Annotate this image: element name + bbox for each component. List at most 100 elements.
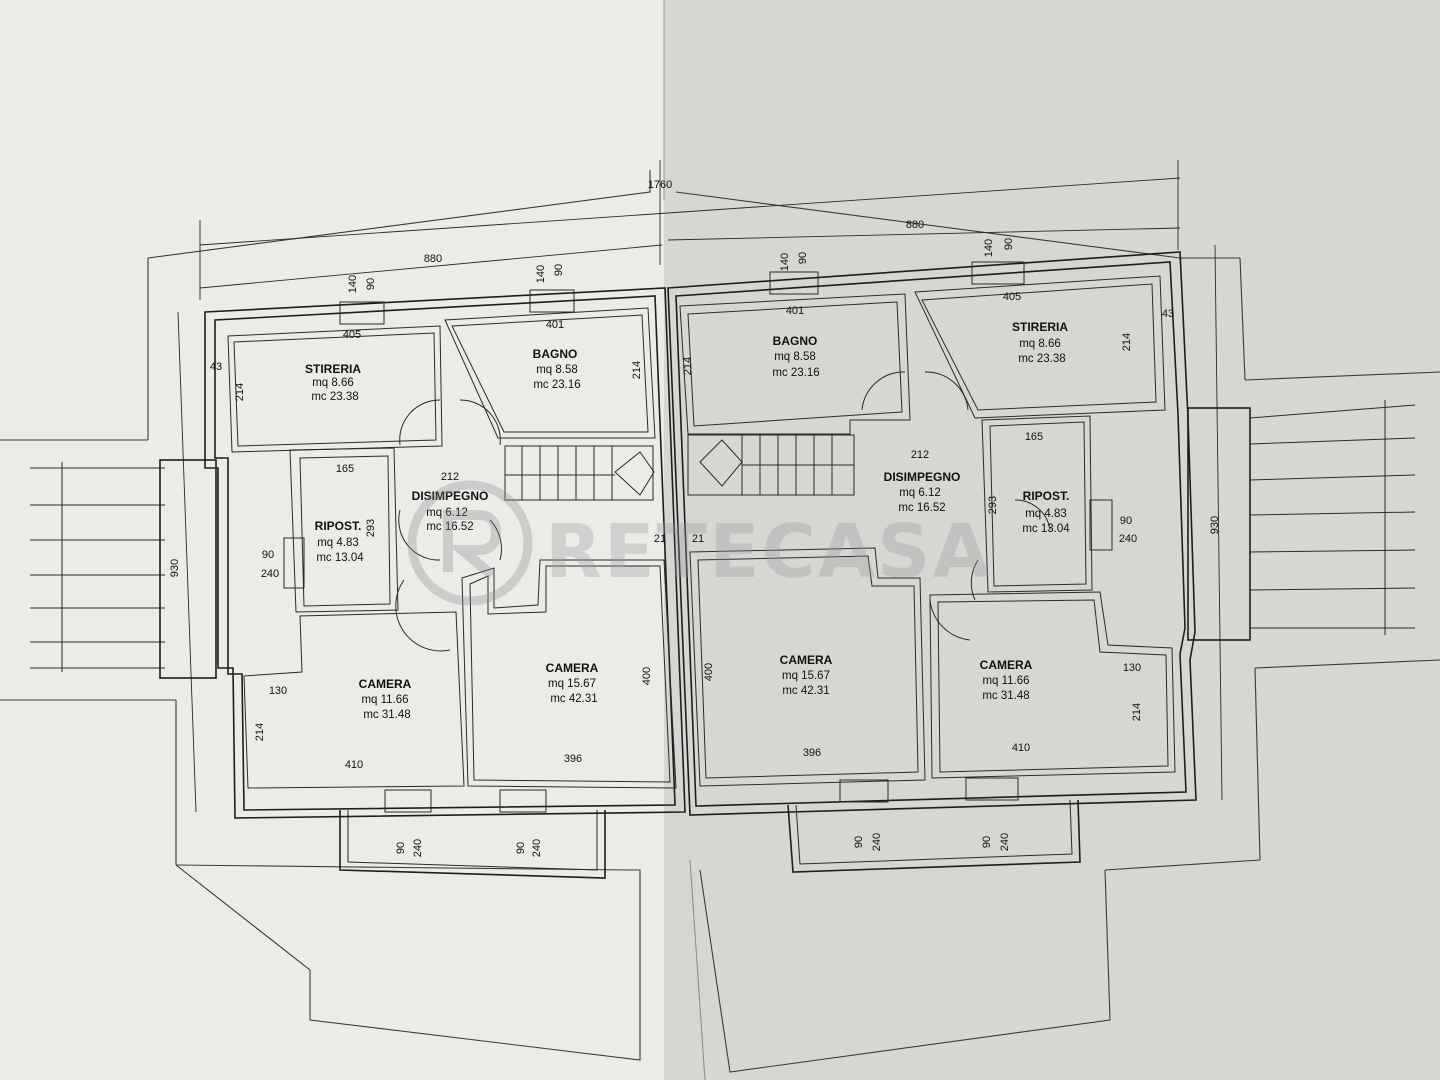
room-volume: mc 23.16 <box>772 367 819 379</box>
sheet-fold-line-lower <box>689 859 706 1080</box>
room-name: BAGNO <box>533 347 578 361</box>
room-volume: mc 31.48 <box>363 709 410 721</box>
room-area: mq 4.83 <box>317 537 359 549</box>
window-width: 240 <box>1119 533 1137 545</box>
room-name: RIPOST. <box>1023 489 1070 503</box>
dim-total-width: 1760 <box>648 179 672 191</box>
dim-bagno-height: 214 <box>682 357 694 375</box>
dim-stair-21: 21 <box>692 533 704 545</box>
window-height: 90 <box>981 836 993 848</box>
dim-disimpegno-width: 212 <box>441 471 459 483</box>
room-area: mq 6.12 <box>426 507 468 519</box>
dim-camera-small-width: 410 <box>345 759 363 771</box>
dim-left-width: 880 <box>424 253 442 265</box>
room-name: CAMERA <box>780 653 833 667</box>
dim-stireria-width: 405 <box>1003 291 1021 303</box>
left-balcony <box>339 810 606 879</box>
dim-camera-large-height: 400 <box>703 663 715 681</box>
room-volume: mc 16.52 <box>898 502 945 514</box>
dim-camera-large-width: 396 <box>564 753 582 765</box>
dim-stireria-height: 214 <box>234 383 246 401</box>
right-room-disimpegno: DISIMPEGNO mq 6.12 mc 16.52 <box>884 470 961 514</box>
window-width: 140 <box>347 275 359 293</box>
window-width: 240 <box>871 833 883 851</box>
right-unit-walls <box>667 251 1197 816</box>
window-height: 90 <box>1120 515 1132 527</box>
room-name: BAGNO <box>773 334 818 348</box>
room-area: mq 4.83 <box>1025 508 1067 520</box>
room-area: mq 8.66 <box>312 377 354 389</box>
window-width: 240 <box>999 833 1011 851</box>
dim-bagno-height: 214 <box>631 361 643 379</box>
dim-camera-large-height: 400 <box>641 667 653 685</box>
room-area: mq 8.58 <box>536 364 578 376</box>
dim-camera-small-width: 410 <box>1012 742 1030 754</box>
room-area: mq 11.66 <box>982 675 1029 687</box>
room-name: CAMERA <box>546 661 599 675</box>
room-volume: mc 16.52 <box>426 521 473 533</box>
dim-camera-small-height: 214 <box>254 723 266 741</box>
left-room-dimensions: 405 401 214 214 43 212 165 293 130 214 4… <box>210 319 666 771</box>
window-width: 240 <box>261 568 279 580</box>
room-name: DISIMPEGNO <box>412 489 489 503</box>
room-name: CAMERA <box>980 658 1033 672</box>
window-height: 90 <box>262 549 274 561</box>
right-balcony <box>787 799 1081 873</box>
room-volume: mc 42.31 <box>550 693 597 705</box>
window-height: 90 <box>553 264 565 276</box>
right-windows <box>769 261 1113 803</box>
room-volume: mc 13.04 <box>316 552 364 564</box>
room-area: mq 8.58 <box>774 351 816 363</box>
room-area: mq 15.67 <box>782 670 830 682</box>
left-room-camera-small: CAMERA mq 11.66 mc 31.48 <box>359 677 412 721</box>
room-area: mq 8.66 <box>1019 338 1061 350</box>
dim-wall-43: 43 <box>210 361 222 373</box>
window-width: 240 <box>531 839 543 857</box>
dim-wall-43: 43 <box>1162 308 1174 320</box>
left-room-disimpegno: DISIMPEGNO mq 6.12 mc 16.52 <box>412 489 489 533</box>
dim-ripost-height: 293 <box>987 496 999 514</box>
left-room-stireria: STIRERIA mq 8.66 mc 23.38 <box>305 362 361 403</box>
window-height: 90 <box>515 842 527 854</box>
window-width: 140 <box>779 253 791 271</box>
dim-depth-left: 930 <box>169 559 181 577</box>
room-name: DISIMPEGNO <box>884 470 961 484</box>
left-windows <box>283 289 575 813</box>
room-area: mq 6.12 <box>899 487 941 499</box>
room-area: mq 11.66 <box>361 694 408 706</box>
room-name: STIRERIA <box>305 362 361 376</box>
dim-bagno-width: 401 <box>786 305 804 317</box>
left-room-camera-large: CAMERA mq 15.67 mc 42.31 <box>546 661 599 705</box>
room-name: CAMERA <box>359 677 412 691</box>
right-pergola <box>1187 400 1416 641</box>
room-volume: mc 23.38 <box>311 391 358 403</box>
room-volume: mc 42.31 <box>782 685 829 697</box>
dim-disimpegno-width: 212 <box>911 449 929 461</box>
dim-stireria-height: 214 <box>1121 333 1133 351</box>
right-room-dimensions: 401 405 214 214 43 212 165 293 400 396 1… <box>682 291 1174 759</box>
left-room-bagno: BAGNO mq 8.58 mc 23.16 <box>533 347 581 391</box>
room-volume: mc 23.16 <box>533 379 580 391</box>
dim-line-left <box>199 244 663 289</box>
room-volume: mc 31.48 <box>982 690 1029 702</box>
window-width: 140 <box>535 265 547 283</box>
right-room-bagno: BAGNO mq 8.58 mc 23.16 <box>772 334 819 379</box>
room-name: RIPOST. <box>315 519 362 533</box>
dim-depth-right: 930 <box>1209 516 1221 534</box>
dim-stair-21: 21 <box>654 533 666 545</box>
roof-outline <box>0 170 1440 1073</box>
left-room-ripost: RIPOST. mq 4.83 mc 13.04 <box>315 519 365 564</box>
watermark: RETECASA <box>407 480 990 606</box>
room-volume: mc 13.04 <box>1022 523 1070 535</box>
dim-line-right <box>667 227 1181 241</box>
retecasa-logo-icon <box>407 480 533 606</box>
right-room-ripost: RIPOST. mq 4.83 mc 13.04 <box>1022 489 1070 535</box>
dim-camera-large-width: 396 <box>803 747 821 759</box>
right-room-camera-small: CAMERA mq 11.66 mc 31.48 <box>980 658 1033 702</box>
room-name: STIRERIA <box>1012 320 1068 334</box>
left-window-dimensions: 140 90 140 90 90 240 90 240 90 240 <box>261 264 565 857</box>
window-height: 90 <box>395 842 407 854</box>
left-unit-walls <box>204 287 686 819</box>
